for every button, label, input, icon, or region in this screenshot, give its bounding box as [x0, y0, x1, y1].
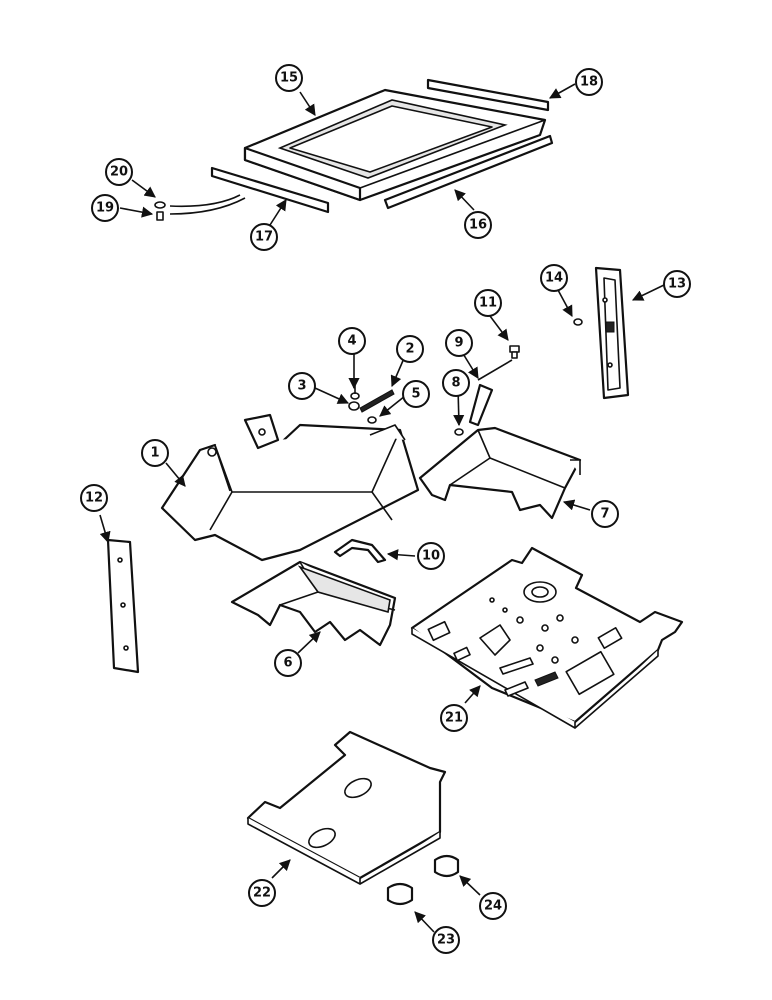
part-2-5-hardware	[348, 380, 395, 424]
callout-21-label: 21	[445, 711, 463, 726]
part-9-bracket	[468, 359, 513, 427]
callout-22: 22	[248, 879, 276, 907]
callout-10-label: 10	[422, 549, 440, 564]
callout-11-label: 11	[479, 296, 497, 311]
callout-19: 19	[91, 194, 119, 222]
callout-4: 4	[338, 327, 366, 355]
callout-13-label: 13	[668, 277, 686, 292]
callout-8: 8	[442, 369, 470, 397]
callout-6: 6	[274, 649, 302, 677]
callout-20: 20	[105, 158, 133, 186]
callout-16: 16	[464, 211, 492, 239]
callout-1-label: 1	[150, 446, 159, 461]
callout-16-label: 16	[469, 218, 487, 233]
part-24-foot	[433, 854, 460, 878]
callout-24-label: 24	[484, 899, 502, 914]
leader-lines	[99, 83, 665, 933]
callout-10: 10	[417, 542, 445, 570]
callout-14: 14	[540, 264, 568, 292]
callout-14-label: 14	[545, 271, 563, 286]
part-22-floor-mat	[246, 730, 447, 885]
part-16-strip	[383, 134, 554, 210]
part-8-plug	[454, 428, 464, 436]
part-18-strip	[426, 78, 550, 112]
callout-7: 7	[591, 500, 619, 528]
part-1-floor-pan	[160, 413, 420, 562]
callout-12: 12	[80, 484, 108, 512]
callout-9-label: 9	[454, 336, 463, 351]
callout-8-label: 8	[451, 376, 460, 391]
callout-15-label: 15	[280, 71, 298, 86]
callout-13: 13	[663, 270, 691, 298]
part-23-foot	[386, 882, 414, 906]
part-12-side-panel	[106, 538, 140, 674]
callout-3: 3	[288, 372, 316, 400]
callout-9: 9	[445, 329, 473, 357]
callout-21: 21	[440, 704, 468, 732]
callout-19-label: 19	[96, 201, 114, 216]
part-15-top-panel	[243, 88, 547, 202]
callout-17: 17	[250, 223, 278, 251]
callout-2: 2	[396, 335, 424, 363]
callout-6-label: 6	[283, 656, 292, 671]
callout-12-label: 12	[85, 491, 103, 506]
callout-3-label: 3	[297, 379, 306, 394]
callout-24: 24	[479, 892, 507, 920]
callout-4-label: 4	[347, 334, 356, 349]
part-7-floor-pan	[418, 426, 582, 520]
part-21-floor-plate	[410, 546, 684, 729]
part-14-plug	[573, 318, 583, 326]
part-6-tunnel-cover	[230, 560, 397, 647]
callout-7-label: 7	[600, 507, 609, 522]
callout-5: 5	[402, 380, 430, 408]
callout-20-label: 20	[110, 165, 128, 180]
callout-23-label: 23	[437, 933, 455, 948]
callout-23: 23	[432, 926, 460, 954]
callout-17-label: 17	[255, 230, 273, 245]
callout-18-label: 18	[580, 75, 598, 90]
callout-18: 18	[575, 68, 603, 96]
callout-5-label: 5	[411, 387, 420, 402]
callout-15: 15	[275, 64, 303, 92]
callout-22-label: 22	[253, 886, 271, 901]
part-10-bracket	[333, 538, 387, 564]
part-11-screw	[509, 345, 520, 359]
callout-1: 1	[141, 439, 169, 467]
callout-2-label: 2	[405, 342, 414, 357]
part-13-side-trim	[594, 266, 630, 400]
callout-11: 11	[474, 289, 502, 317]
part-19-20-screw-washer	[154, 194, 246, 221]
part-17-strip	[210, 166, 330, 214]
